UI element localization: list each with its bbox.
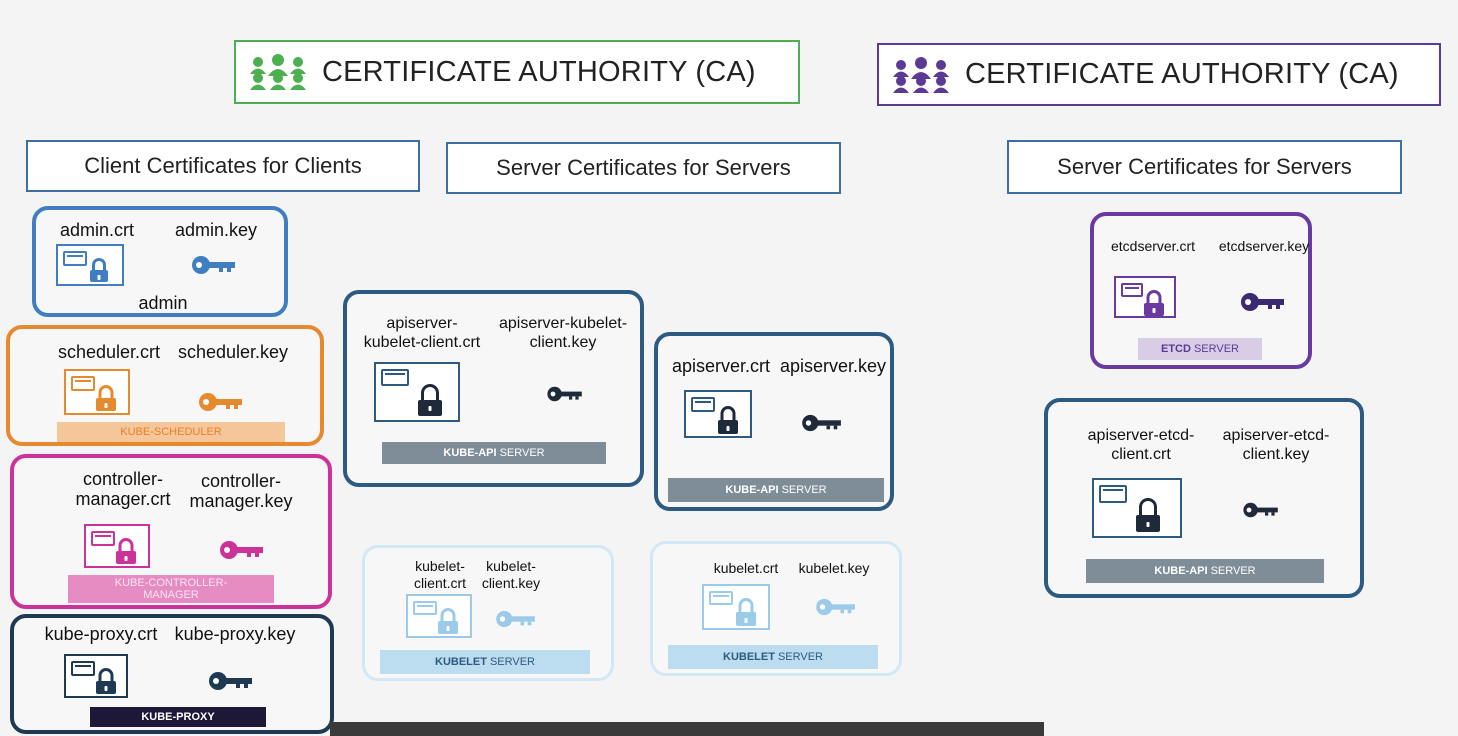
apiserver-etcd-client-key-label: apiserver-etcd-client.key bbox=[1222, 427, 1330, 463]
ca-banner-right: CERTIFICATE AUTHORITY (CA) bbox=[877, 43, 1441, 106]
certificate-icon bbox=[702, 584, 770, 630]
lock-icon bbox=[96, 385, 116, 411]
lock-icon bbox=[1144, 290, 1164, 316]
ca-title-right: CERTIFICATE AUTHORITY (CA) bbox=[965, 58, 1399, 90]
lock-icon bbox=[90, 258, 108, 282]
key-icon bbox=[1241, 293, 1284, 311]
lock-icon bbox=[96, 668, 116, 694]
key-icon bbox=[816, 598, 855, 616]
certificate-icon bbox=[374, 362, 460, 422]
kube-proxy-crt-label: kube-proxy.crt bbox=[44, 624, 158, 644]
etcdserver-key-label: etcdserver.key bbox=[1218, 238, 1310, 254]
certificate-icon bbox=[84, 524, 150, 568]
subtitle-bar bbox=[330, 722, 1044, 736]
lock-icon bbox=[438, 608, 458, 634]
header-client-certificates: Client Certificates for Clients bbox=[26, 140, 420, 192]
scheduler-key-label: scheduler.key bbox=[177, 342, 289, 362]
kubelet-client-crt-label: kubelet-client.crt bbox=[413, 558, 467, 591]
key-icon bbox=[496, 610, 535, 628]
lock-icon bbox=[418, 384, 442, 416]
kube-proxy-tag: KUBE-PROXY bbox=[90, 707, 266, 727]
header-server-certificates-mid: Server Certificates for Servers bbox=[446, 142, 841, 194]
key-icon bbox=[220, 541, 263, 559]
header-server-certificates-right: Server Certificates for Servers bbox=[1007, 140, 1402, 194]
certificate-icon bbox=[64, 654, 128, 698]
people-group-icon bbox=[250, 54, 306, 90]
certificate-icon bbox=[64, 369, 130, 415]
certificate-icon bbox=[1092, 478, 1182, 538]
admin-crt-label: admin.crt bbox=[59, 220, 135, 240]
apiserver-key-label: apiserver.key bbox=[779, 356, 887, 376]
lock-icon bbox=[116, 538, 136, 564]
apiserver-crt-label: apiserver.crt bbox=[671, 356, 771, 376]
kubelet-key-label: kubelet.key bbox=[798, 560, 870, 576]
kube-controller-manager-tag: KUBE-CONTROLLER-MANAGER bbox=[68, 575, 274, 603]
key-icon bbox=[547, 386, 582, 402]
key-icon bbox=[209, 672, 252, 690]
lock-icon bbox=[1136, 498, 1160, 532]
lock-icon bbox=[736, 598, 756, 626]
kube-proxy-key-label: kube-proxy.key bbox=[174, 624, 296, 644]
apiserver-kubelet-client-crt-label: apiserver-kubelet-client.crt bbox=[363, 315, 481, 351]
etcdserver-crt-label: etcdserver.crt bbox=[1110, 238, 1196, 254]
certificate-icon bbox=[56, 244, 124, 286]
apiserver-kubelet-client-key-label: apiserver-kubelet-client.key bbox=[498, 315, 628, 351]
scheduler-crt-label: scheduler.crt bbox=[57, 342, 161, 362]
key-icon bbox=[1243, 502, 1278, 518]
admin-name-label: admin bbox=[138, 293, 188, 313]
key-icon bbox=[802, 414, 841, 432]
kubelet-client-key-label: kubelet-client.key bbox=[481, 558, 541, 591]
ca-title-left: CERTIFICATE AUTHORITY (CA) bbox=[322, 55, 756, 88]
kubelet-crt-label: kubelet.crt bbox=[713, 560, 779, 576]
apiserver-etcd-client-crt-label: apiserver-etcd-client.crt bbox=[1087, 427, 1195, 463]
people-group-icon bbox=[893, 56, 949, 93]
lock-icon bbox=[718, 406, 738, 434]
kube-scheduler-tag: KUBE-SCHEDULER bbox=[57, 422, 285, 442]
admin-key-label: admin.key bbox=[174, 220, 258, 240]
key-icon bbox=[199, 393, 242, 411]
certificate-icon bbox=[406, 594, 472, 638]
controller-crt-label: controller-manager.crt bbox=[75, 469, 171, 509]
certificate-icon bbox=[684, 390, 752, 438]
ca-banner-left: CERTIFICATE AUTHORITY (CA) bbox=[234, 40, 800, 104]
key-icon bbox=[192, 256, 235, 274]
certificate-icon bbox=[1114, 276, 1176, 318]
controller-key-label: controller-manager.key bbox=[189, 471, 293, 511]
